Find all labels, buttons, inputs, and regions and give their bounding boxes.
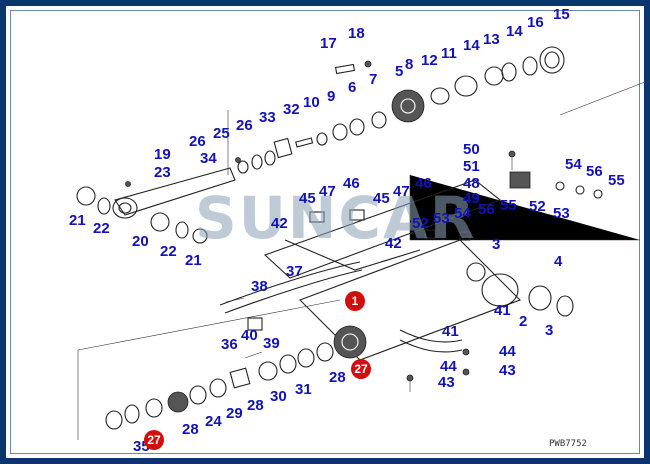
part-callout: 5 xyxy=(395,63,403,80)
part-callout: 7 xyxy=(369,71,377,88)
part-callout: 52 xyxy=(529,198,546,215)
part-callout: 26 xyxy=(236,117,253,134)
part-callout: 45 xyxy=(373,190,390,207)
hydraulic-lines xyxy=(284,150,603,353)
part-callout: 29 xyxy=(226,405,243,422)
upper-seal-stack xyxy=(237,46,565,174)
part-callout: 14 xyxy=(506,23,523,40)
part-callout: 50 xyxy=(463,141,480,158)
part-callout: 47 xyxy=(393,183,410,200)
part-callout: 41 xyxy=(442,323,459,340)
part-callout: 36 xyxy=(221,336,238,353)
part-callout: 46 xyxy=(343,175,360,192)
part-callout: 12 xyxy=(421,52,438,69)
part-callout: 21 xyxy=(69,212,86,229)
part-callout: 41 xyxy=(494,302,511,319)
part-callout: 56 xyxy=(586,163,603,180)
part-callout: 34 xyxy=(200,150,217,167)
part-callout: 17 xyxy=(320,35,337,52)
part-callout: 55 xyxy=(608,172,625,189)
part-callout: 21 xyxy=(185,252,202,269)
drawing-inner-border xyxy=(10,10,640,454)
highlight-marker xyxy=(144,430,164,450)
part-callout: 38 xyxy=(251,278,268,295)
part-callout: 20 xyxy=(132,233,149,250)
part-callout: 48 xyxy=(463,175,480,192)
part-callout: 24 xyxy=(205,413,222,430)
part-callout: 22 xyxy=(160,243,177,260)
part-callout: 18 xyxy=(348,25,365,42)
part-callout: 16 xyxy=(527,14,544,31)
part-callout: 44 xyxy=(440,358,457,375)
part-callout: 13 xyxy=(483,31,500,48)
part-callout: 45 xyxy=(299,190,316,207)
drawing-code: PWB7752 xyxy=(549,439,587,449)
marked-callouts: 1 27 27 xyxy=(144,291,371,450)
part-callout: 4 xyxy=(554,253,563,270)
part-callout: 22 xyxy=(93,220,110,237)
part-callout: 47 xyxy=(319,183,336,200)
part-callout: 14 xyxy=(463,37,480,54)
part-callout: 23 xyxy=(154,164,171,181)
part-callout: 42 xyxy=(271,215,288,232)
highlight-marker xyxy=(345,291,365,311)
part-callout: 39 xyxy=(263,335,280,352)
watermark-text: SUNCAR xyxy=(195,184,477,252)
part-callout: 26 xyxy=(189,133,206,150)
part-callout: 25 xyxy=(213,125,230,142)
part-callout: 19 xyxy=(154,146,171,163)
part-callout: 2 xyxy=(519,313,527,330)
part-callout: 8 xyxy=(405,56,413,73)
part-callout: 44 xyxy=(499,343,516,360)
part-callout: 30 xyxy=(270,388,287,405)
part-callout: 10 xyxy=(303,94,320,111)
part-callout: 28 xyxy=(182,421,199,438)
part-callout: 43 xyxy=(499,362,516,379)
part-callout: 3 xyxy=(545,322,553,339)
part-callout: 49 xyxy=(463,190,480,207)
piston-rod xyxy=(76,157,241,244)
part-callout: 32 xyxy=(283,101,300,118)
highlighted-part-callout: 27 xyxy=(147,433,161,447)
part-callout: 53 xyxy=(553,205,570,222)
part-callout: 37 xyxy=(286,263,303,280)
part-callout: 54 xyxy=(454,205,471,222)
highlight-marker xyxy=(351,359,371,379)
part-callout: 46 xyxy=(415,175,432,192)
part-callout: 54 xyxy=(565,156,582,173)
part-callout: 11 xyxy=(441,45,457,62)
part-callout: 9 xyxy=(327,88,335,105)
part-callout: 31 xyxy=(295,381,312,398)
part-callout: 3 xyxy=(492,236,500,253)
highlighted-part-callout: 27 xyxy=(354,362,368,376)
part-callout: 28 xyxy=(329,369,346,386)
part-callout: 51 xyxy=(463,158,480,175)
highlighted-part-callout: 1 xyxy=(352,294,359,308)
lower-piston-assembly xyxy=(105,297,470,430)
part-callout: 28 xyxy=(247,397,264,414)
part-callout: 15 xyxy=(553,6,570,23)
part-callout: 53 xyxy=(433,210,450,227)
part-callout: 52 xyxy=(412,215,429,232)
part-callout: 43 xyxy=(438,374,455,391)
part-callout: 55 xyxy=(500,197,517,214)
part-callout: 6 xyxy=(348,79,356,96)
part-callout: 56 xyxy=(478,201,495,218)
reference-lines xyxy=(77,79,650,440)
part-callout: 40 xyxy=(241,327,258,344)
part-callout: 33 xyxy=(259,109,276,126)
part-callout: 42 xyxy=(385,235,402,252)
